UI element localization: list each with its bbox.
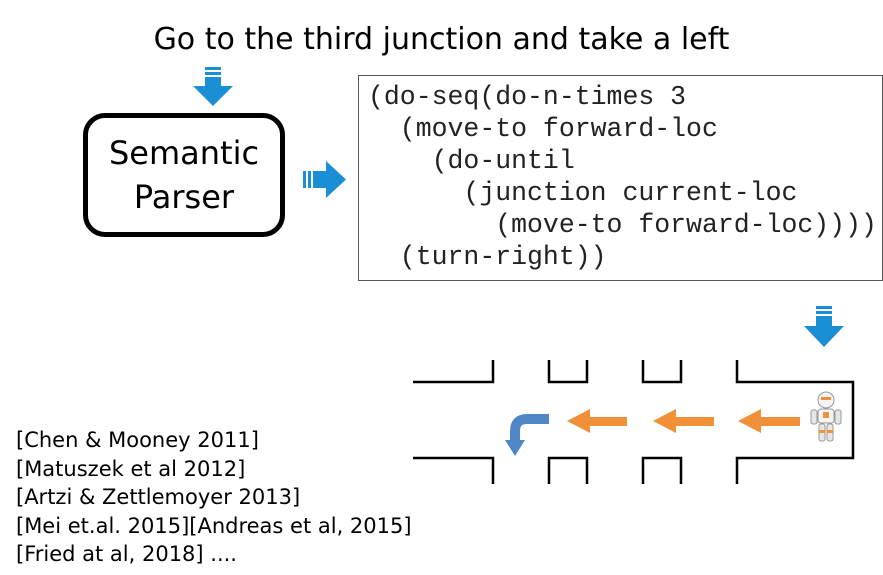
logical-form-box: (do-seq(do-n-times 3 (move-to forward-lo… xyxy=(358,75,883,281)
citation-list: [Chen & Mooney 2011] [Matuszek et al 201… xyxy=(16,426,412,569)
path-arrow-icon xyxy=(653,409,714,433)
program-line: (junction current-loc xyxy=(368,178,798,208)
program-line: (move-to forward-loc xyxy=(368,114,718,144)
program-line: (do-seq(do-n-times 3 xyxy=(368,82,687,112)
program-line: (turn-right)) xyxy=(368,242,607,272)
flow-arrow-down-icon xyxy=(804,306,844,347)
citation: [Artzi & Zettlemoyer 2013] xyxy=(16,485,301,509)
flow-arrow-down-icon xyxy=(193,67,233,106)
program-line: (do-until xyxy=(368,146,575,176)
path-arrow-icon xyxy=(738,409,800,433)
instruction-title: Go to the third junction and take a left xyxy=(153,22,730,57)
robot-icon xyxy=(810,391,842,442)
semantic-parser-box: Semantic Parser xyxy=(83,113,285,237)
program-line: (move-to forward-loc)))) xyxy=(368,210,877,240)
citation: [Matuszek et al 2012] xyxy=(16,456,246,481)
citation: [Mei et.al. 2015][Andreas et al, 2015] xyxy=(16,513,412,538)
citation: [Fried at al, 2018] .... xyxy=(16,542,237,566)
turn-arrow-icon xyxy=(505,414,549,456)
parser-label-line1: Semantic xyxy=(108,134,260,172)
flow-arrow-right-icon xyxy=(303,161,346,198)
parser-label-line2: Parser xyxy=(133,178,235,216)
citation: [Chen & Mooney 2011] xyxy=(16,428,259,452)
path-arrow-icon xyxy=(567,409,627,433)
corridor-map xyxy=(413,360,855,484)
